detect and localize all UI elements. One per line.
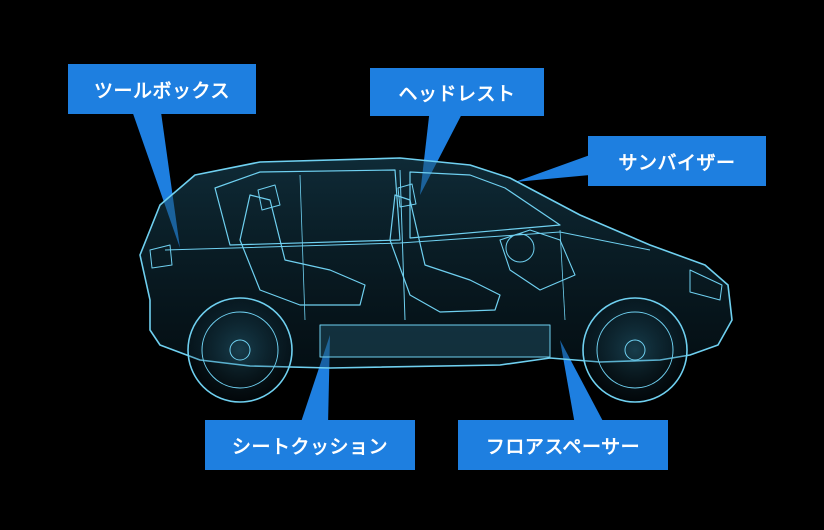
sunvisor-label: サンバイザー xyxy=(588,136,766,186)
headrest-label: ヘッドレスト xyxy=(370,68,544,116)
rear-wheel xyxy=(187,297,293,403)
front-wheel xyxy=(582,297,688,403)
toolbox-label: ツールボックス xyxy=(68,64,256,114)
floor-spacer-pointer xyxy=(560,340,605,425)
floor-spacer-label: フロアスペーサー xyxy=(458,420,668,470)
sunvisor-pointer xyxy=(515,155,590,182)
seat-cushion-label: シートクッション xyxy=(205,420,415,470)
car-body xyxy=(139,157,733,369)
